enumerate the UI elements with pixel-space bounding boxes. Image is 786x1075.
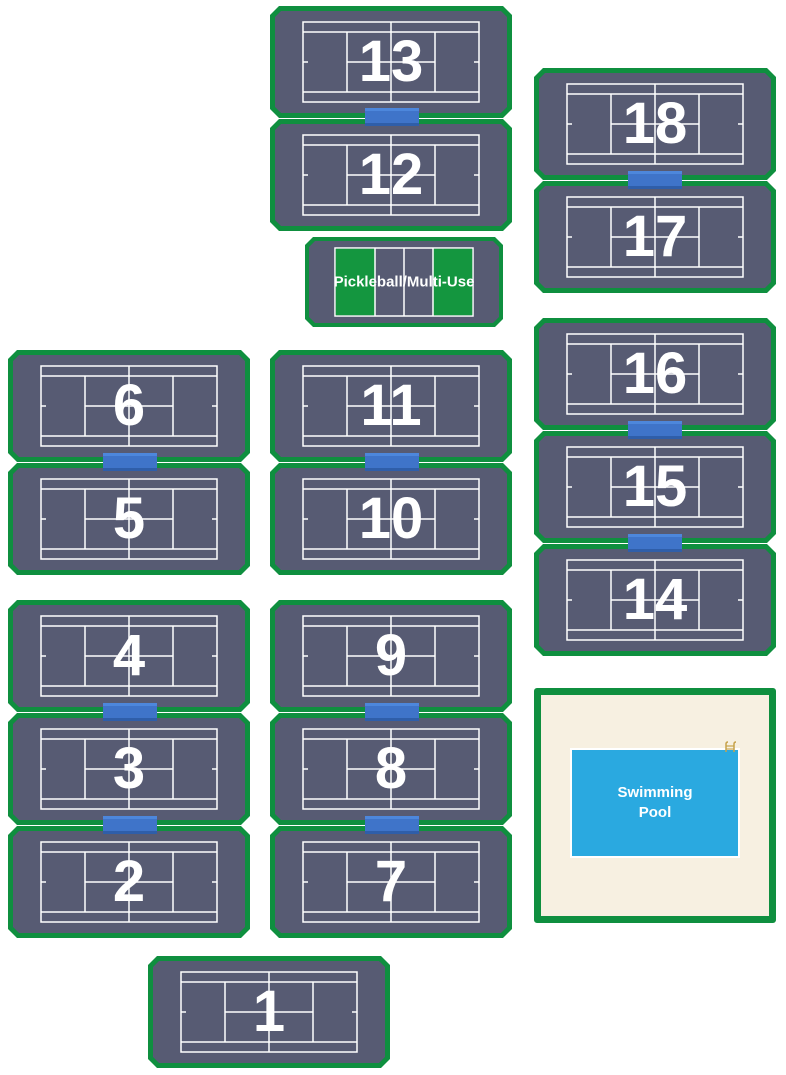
tennis-court-1[interactable]: 1 bbox=[148, 956, 390, 1068]
court-divider-net bbox=[628, 171, 682, 189]
tennis-court-3[interactable]: 3 bbox=[8, 713, 250, 825]
tennis-court-9[interactable]: 9 bbox=[270, 600, 512, 712]
court-divider-net bbox=[103, 453, 157, 471]
tennis-court-10[interactable]: 10 bbox=[270, 463, 512, 575]
court-divider-net bbox=[365, 108, 419, 126]
tennis-court-shape bbox=[8, 713, 250, 825]
tennis-court-shape bbox=[534, 68, 776, 180]
tennis-court-shape bbox=[270, 119, 512, 231]
pickleball-court[interactable]: Pickleball/Multi-Use bbox=[305, 237, 503, 327]
tennis-court-shape bbox=[270, 6, 512, 118]
court-divider-net bbox=[628, 421, 682, 439]
court-divider-net bbox=[365, 453, 419, 471]
tennis-court-shape bbox=[8, 463, 250, 575]
tennis-court-shape bbox=[8, 826, 250, 938]
tennis-court-16[interactable]: 16 bbox=[534, 318, 776, 430]
tennis-court-shape bbox=[270, 463, 512, 575]
court-divider-net bbox=[103, 816, 157, 834]
tennis-court-6[interactable]: 6 bbox=[8, 350, 250, 462]
tennis-court-2[interactable]: 2 bbox=[8, 826, 250, 938]
tennis-court-17[interactable]: 17 bbox=[534, 181, 776, 293]
court-divider-net bbox=[103, 703, 157, 721]
court-divider-net bbox=[365, 703, 419, 721]
tennis-court-15[interactable]: 15 bbox=[534, 431, 776, 543]
tennis-court-4[interactable]: 4 bbox=[8, 600, 250, 712]
tennis-court-shape bbox=[534, 181, 776, 293]
tennis-court-shape bbox=[8, 600, 250, 712]
pool-water: Swimming Pool bbox=[570, 748, 740, 858]
tennis-court-shape bbox=[270, 826, 512, 938]
tennis-court-18[interactable]: 18 bbox=[534, 68, 776, 180]
tennis-court-shape bbox=[270, 713, 512, 825]
swimming-pool[interactable]: Swimming Pool bbox=[534, 688, 776, 923]
court-divider-net bbox=[628, 534, 682, 552]
tennis-court-14[interactable]: 14 bbox=[534, 544, 776, 656]
tennis-court-shape bbox=[534, 544, 776, 656]
tennis-court-13[interactable]: 13 bbox=[270, 6, 512, 118]
tennis-court-shape bbox=[534, 431, 776, 543]
tennis-court-5[interactable]: 5 bbox=[8, 463, 250, 575]
court-divider-net bbox=[365, 816, 419, 834]
tennis-court-12[interactable]: 12 bbox=[270, 119, 512, 231]
tennis-court-shape bbox=[148, 956, 390, 1068]
pool-ladder-icon bbox=[725, 741, 737, 752]
tennis-court-shape bbox=[270, 350, 512, 462]
tennis-court-8[interactable]: 8 bbox=[270, 713, 512, 825]
pool-label: Swimming Pool bbox=[617, 784, 693, 821]
tennis-court-shape bbox=[270, 600, 512, 712]
tennis-court-shape bbox=[8, 350, 250, 462]
tennis-court-7[interactable]: 7 bbox=[270, 826, 512, 938]
pickleball-court-shape bbox=[305, 237, 503, 327]
tennis-court-11[interactable]: 11 bbox=[270, 350, 512, 462]
tennis-court-shape bbox=[534, 318, 776, 430]
